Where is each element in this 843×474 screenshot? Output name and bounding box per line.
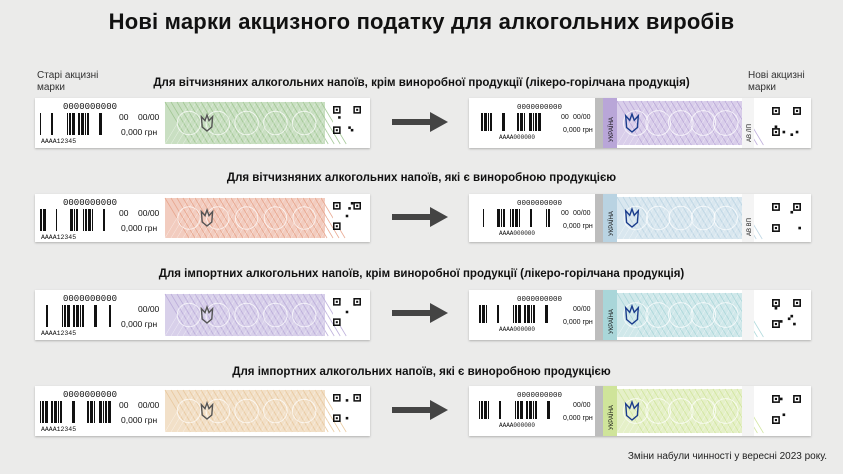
stamp-code: 00 xyxy=(119,112,129,122)
stamp-price: 0,000 грн xyxy=(121,127,157,137)
old-stamps-label: Старі акцизні марки xyxy=(37,70,99,93)
silver-strip xyxy=(595,194,603,242)
stamp-date: 00/00 xyxy=(573,114,591,121)
arrow-right-icon xyxy=(392,303,448,323)
arrow-right-icon xyxy=(392,207,448,227)
arrow-right-icon xyxy=(392,400,448,420)
stamp-date: 00/00 xyxy=(138,400,160,410)
stamp-id: AAAA000000 xyxy=(499,326,535,333)
stamp-date: 00/00 xyxy=(573,306,591,313)
silver-strip xyxy=(595,98,603,148)
stamp-price: 0,000 грн xyxy=(121,319,157,329)
stamp-serial: 0000000000 xyxy=(517,296,563,304)
stamp-code: 00 xyxy=(119,208,129,218)
stamp-id: AAAA000000 xyxy=(499,230,535,237)
stamp-id: AAAA000000 xyxy=(499,422,535,429)
stamp-series: АВ ВП xyxy=(747,218,753,236)
stamp-id: AAAA12345 xyxy=(41,426,76,433)
silver-strip xyxy=(595,290,603,340)
stamp-price: 0,000 грн xyxy=(563,223,593,230)
arrow-right-icon xyxy=(392,112,448,132)
row-1-heading: Для вітчизняних алкогольних напоїв, крім… xyxy=(153,77,690,89)
stamp-date: 00/00 xyxy=(138,208,160,218)
trident-icon xyxy=(200,304,214,324)
stamp-serial: 0000000000 xyxy=(517,104,563,112)
stamp-date: 00/00 xyxy=(573,402,591,409)
stamp-country: УКРАЇНА xyxy=(608,309,615,334)
silver-strip xyxy=(595,386,603,436)
stamp-date: 00/00 xyxy=(138,304,160,314)
trident-icon xyxy=(624,206,640,228)
stamp-id: AAAA000000 xyxy=(499,134,535,141)
stamp-serial: 0000000000 xyxy=(517,200,563,208)
stamp-price: 0,000 грн xyxy=(563,319,593,326)
stamp-price: 0,000 грн xyxy=(121,415,157,425)
country-band xyxy=(603,386,617,436)
stamp-price: 0,000 грн xyxy=(563,415,593,422)
stamp-price: 0,000 грн xyxy=(563,127,593,134)
stamp-id: AAAA12345 xyxy=(41,330,76,337)
country-band xyxy=(603,194,617,242)
stamp-country: УКРАЇНА xyxy=(608,405,615,430)
stamp-serial: 0000000000 xyxy=(63,102,117,112)
stamp-serial: 0000000000 xyxy=(63,390,117,400)
stamp-date: 00/00 xyxy=(573,210,591,217)
trident-icon xyxy=(200,112,214,132)
stamp-code: 00 xyxy=(119,400,129,410)
trident-icon xyxy=(624,111,640,133)
trident-icon xyxy=(624,399,640,421)
page-title: Нові марки акцизного податку для алкогол… xyxy=(108,9,735,34)
stamp-code: 00 xyxy=(561,210,569,217)
country-band xyxy=(603,98,617,148)
footer-note: Зміни набули чинності у вересні 2023 рок… xyxy=(627,451,827,462)
stamp-country: УКРАЇНА xyxy=(608,117,615,142)
new-stamps-label: Нові акцизні марки xyxy=(748,70,805,93)
row-4-heading: Для імпортних алкогольних напоїв, які є … xyxy=(232,366,611,378)
row-3-heading: Для імпортних алкогольних напоїв, крім в… xyxy=(158,268,685,280)
stamp-code: 00 xyxy=(561,114,569,121)
stamp-price: 0,000 грн xyxy=(121,223,157,233)
country-band xyxy=(603,290,617,340)
trident-icon xyxy=(200,207,214,227)
stamp-serial: 0000000000 xyxy=(517,392,563,400)
stamp-serial: 0000000000 xyxy=(63,294,117,304)
stamp-country: УКРАЇНА xyxy=(608,211,615,236)
stamp-id: AAAA12345 xyxy=(41,234,76,241)
row-2-heading: Для вітчизняних алкогольних напоїв, які … xyxy=(226,172,617,184)
stamp-serial: 0000000000 xyxy=(63,198,117,208)
stamp-date: 00/00 xyxy=(138,112,160,122)
stamp-id: AAAA12345 xyxy=(41,138,76,145)
stamp-series: АВ ЛП xyxy=(747,124,753,142)
trident-icon xyxy=(624,303,640,325)
trident-icon xyxy=(200,400,214,420)
